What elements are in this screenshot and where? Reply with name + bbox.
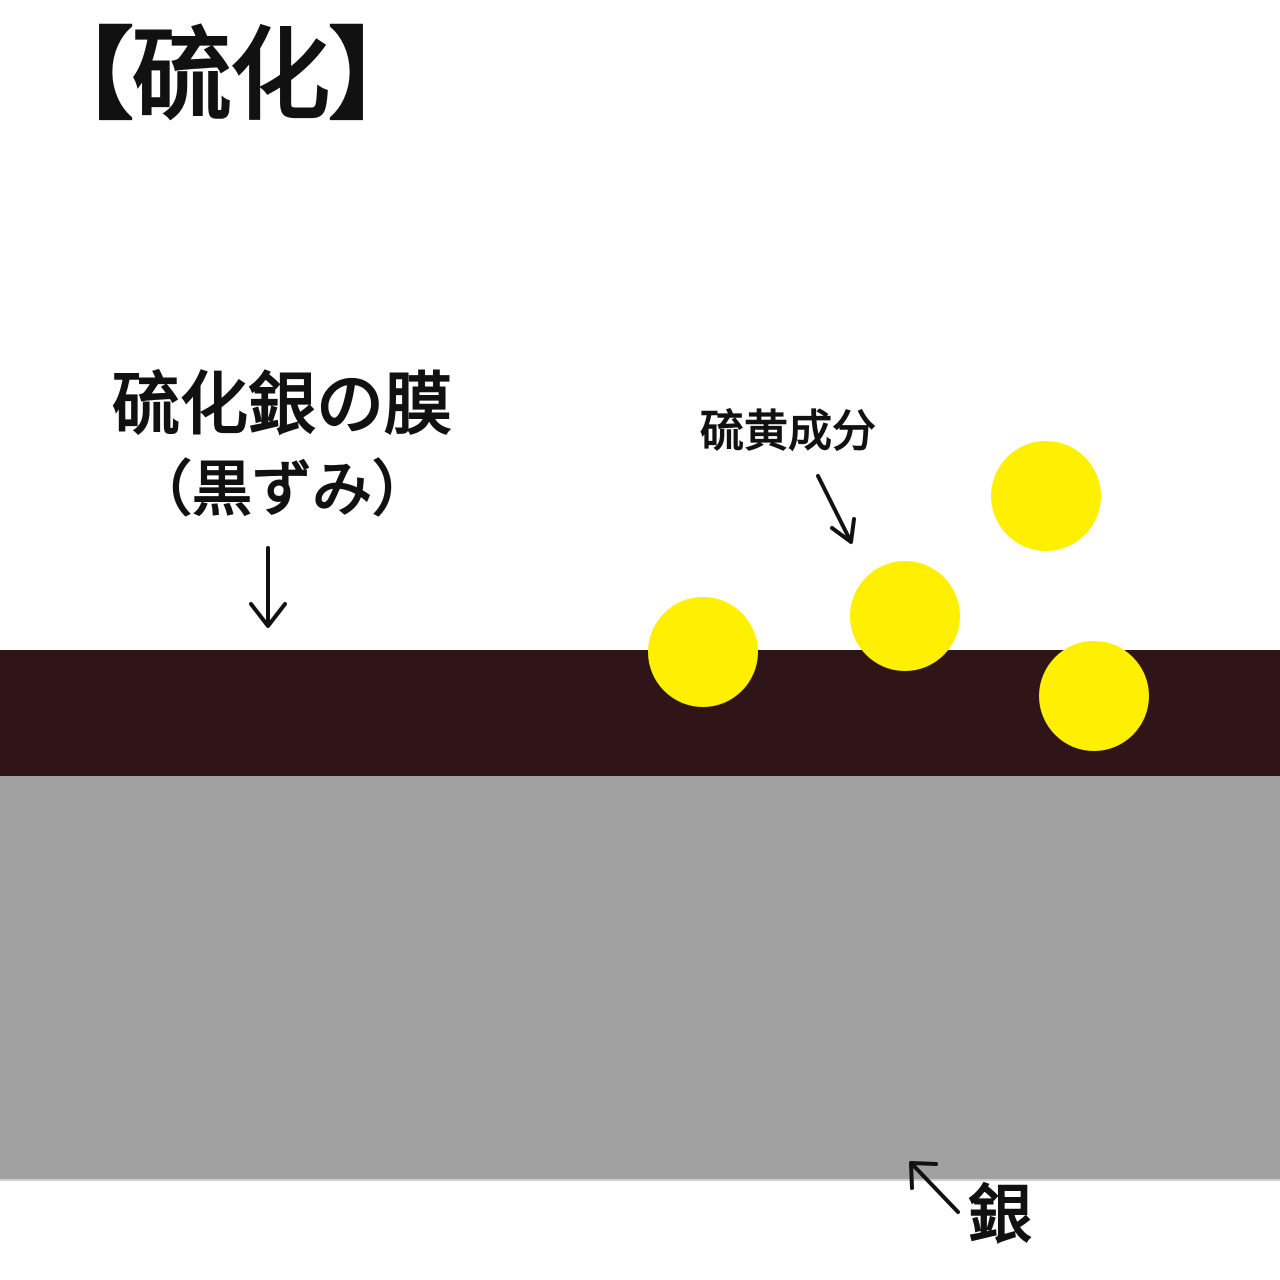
tarnish-film-label-name: 硫化銀の膜 — [111, 366, 452, 445]
silver-layer — [0, 776, 1280, 1180]
tarnish-film-label: 硫化銀の膜 （黒ずみ） — [92, 366, 472, 525]
sulfur-particle — [648, 597, 758, 707]
silver-label: 銀 — [968, 1179, 1032, 1253]
sulfur-arrow — [816, 474, 856, 544]
sulfur-particle — [850, 561, 960, 671]
sulfur-particle — [991, 441, 1101, 551]
sulfur-label: 硫黄成分 — [700, 406, 876, 457]
silver-arrow — [909, 1161, 960, 1214]
film-arrow — [249, 546, 287, 628]
tarnish-film-label-note: （黒ずみ） — [132, 455, 432, 525]
sulfur-particle — [1039, 641, 1149, 751]
diagram-title: 【硫化】 — [34, 17, 428, 134]
